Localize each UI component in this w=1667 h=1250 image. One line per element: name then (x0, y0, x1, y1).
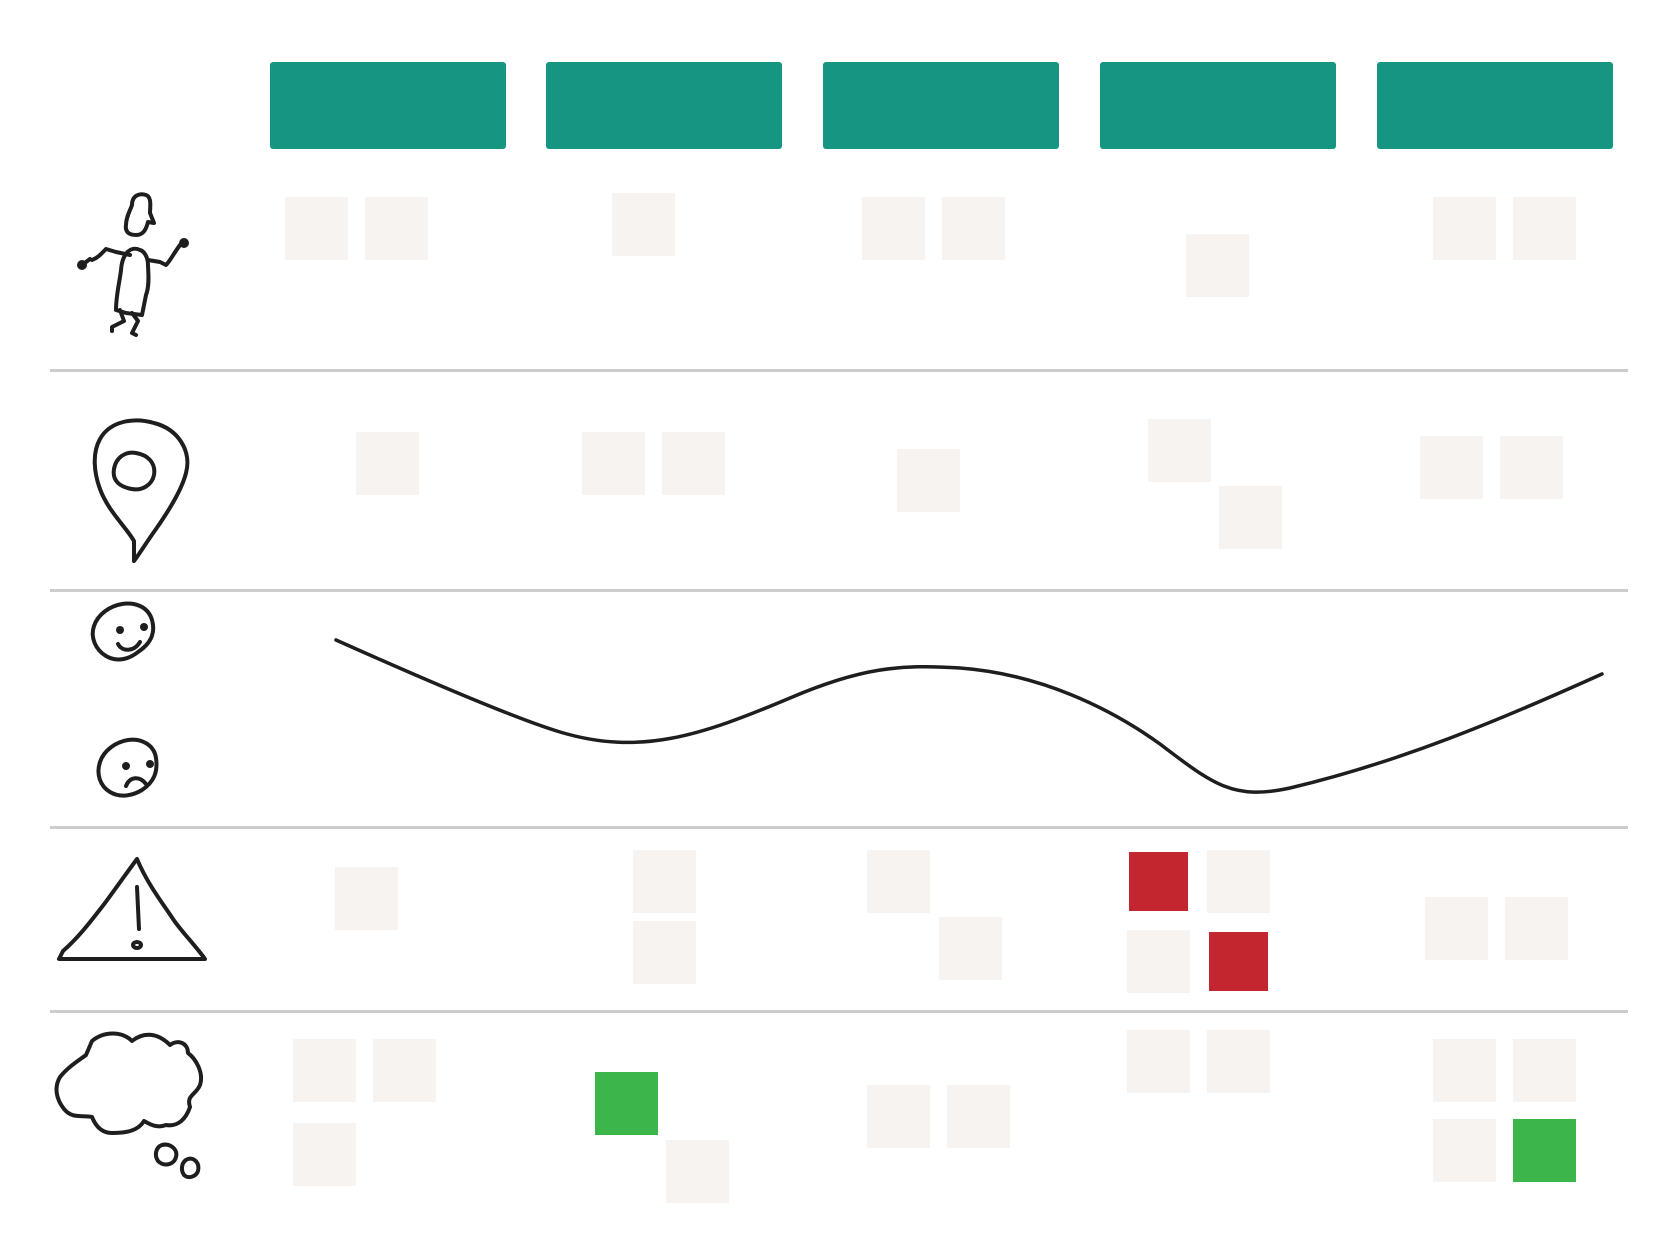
note-actions-stage-3[interactable] (942, 197, 1005, 260)
note-thoughts-stage-1[interactable] (373, 1039, 436, 1102)
note-thoughts-stage-2-positive[interactable] (595, 1072, 658, 1135)
note-thoughts-stage-3[interactable] (867, 1085, 930, 1148)
row-divider (50, 826, 1628, 829)
note-thoughts-stage-1[interactable] (293, 1123, 356, 1186)
row-divider (50, 369, 1628, 372)
note-thoughts-stage-4[interactable] (1127, 1030, 1190, 1093)
note-actions-stage-3[interactable] (862, 197, 925, 260)
note-thoughts-stage-5-positive[interactable] (1513, 1119, 1576, 1182)
person-walking-icon (70, 185, 200, 355)
stage-header-5[interactable] (1377, 62, 1613, 149)
note-touchpoints-stage-5[interactable] (1500, 436, 1563, 499)
note-touchpoints-stage-3[interactable] (897, 449, 960, 512)
note-touchpoints-stage-1[interactable] (356, 432, 419, 495)
stage-header-2[interactable] (546, 62, 782, 149)
note-actions-stage-1[interactable] (285, 197, 348, 260)
note-touchpoints-stage-2[interactable] (582, 432, 645, 495)
note-pain-points-stage-4[interactable] (1207, 850, 1270, 913)
note-thoughts-stage-5[interactable] (1433, 1119, 1496, 1182)
note-actions-stage-2[interactable] (612, 193, 675, 256)
note-pain-points-stage-4-negative[interactable] (1209, 932, 1268, 991)
note-pain-points-stage-1[interactable] (335, 867, 398, 930)
note-thoughts-stage-5[interactable] (1513, 1039, 1576, 1102)
location-pin-icon (70, 393, 200, 568)
thought-cloud-icon (52, 1025, 212, 1185)
stage-header-4[interactable] (1100, 62, 1336, 149)
row-divider (50, 589, 1628, 592)
note-touchpoints-stage-4[interactable] (1148, 419, 1211, 482)
stage-header-3[interactable] (823, 62, 1059, 149)
note-thoughts-stage-5[interactable] (1433, 1039, 1496, 1102)
happy-face-icon (88, 598, 168, 674)
note-pain-points-stage-2[interactable] (633, 921, 696, 984)
note-touchpoints-stage-4[interactable] (1219, 486, 1282, 549)
note-actions-stage-4[interactable] (1186, 234, 1249, 297)
warning-triangle-icon (55, 853, 215, 973)
stage-header-1[interactable] (270, 62, 506, 149)
note-pain-points-stage-5[interactable] (1505, 897, 1568, 960)
row-divider (50, 1010, 1628, 1013)
sad-face-icon (92, 736, 172, 812)
note-actions-stage-5[interactable] (1433, 197, 1496, 260)
note-pain-points-stage-4[interactable] (1127, 930, 1190, 993)
note-thoughts-stage-1[interactable] (293, 1039, 356, 1102)
note-touchpoints-stage-5[interactable] (1420, 436, 1483, 499)
note-pain-points-stage-3[interactable] (867, 850, 930, 913)
note-pain-points-stage-3[interactable] (939, 917, 1002, 980)
note-pain-points-stage-5[interactable] (1425, 897, 1488, 960)
emotion-curve (334, 638, 1604, 794)
note-thoughts-stage-4[interactable] (1207, 1030, 1270, 1093)
note-pain-points-stage-2[interactable] (633, 850, 696, 913)
note-touchpoints-stage-2[interactable] (662, 432, 725, 495)
note-pain-points-stage-4-negative[interactable] (1129, 852, 1188, 911)
note-thoughts-stage-3[interactable] (947, 1085, 1010, 1148)
note-thoughts-stage-2[interactable] (666, 1140, 729, 1203)
note-actions-stage-1[interactable] (365, 197, 428, 260)
note-actions-stage-5[interactable] (1513, 197, 1576, 260)
